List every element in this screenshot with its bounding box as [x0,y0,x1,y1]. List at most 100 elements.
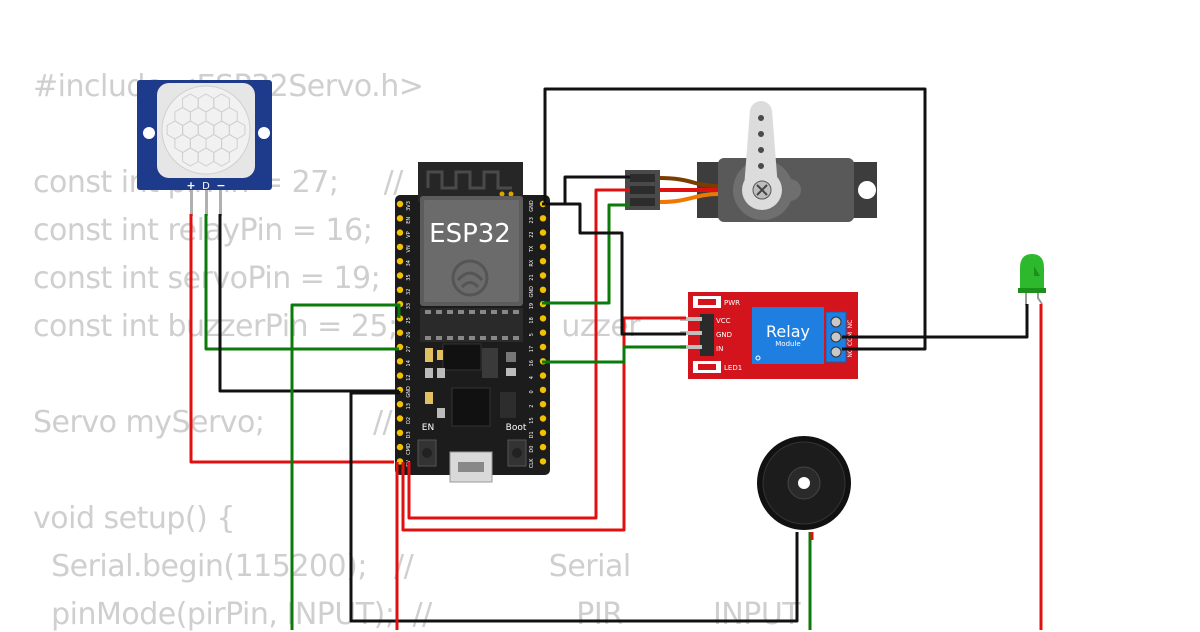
esp32-pin-left-14[interactable] [396,358,404,365]
relay-sublabel: Module [775,340,800,348]
esp32-pin-label: GND [406,386,412,398]
esp32-pin-label: 2 [529,405,535,408]
pir-pin-label-d: D [202,181,210,192]
esp32-pin-right-18[interactable] [539,315,547,322]
esp32-pin-left-cmd[interactable] [396,443,404,451]
wires [189,87,1043,630]
relay-module[interactable]: PWR LED1 VCC GND IN Relay Module NC COM … [680,292,858,379]
esp32-pin-label: 16 [529,360,535,366]
relay-led-label: LED1 [724,364,742,372]
relay-term-nc: NC [847,320,854,329]
esp32-pin-left-13[interactable] [396,401,404,408]
esp32-pin-label: 14 [406,360,412,366]
esp32-pin-right-clk[interactable] [539,458,547,465]
esp32-pin-right-23[interactable] [539,215,547,222]
esp32-pin-label: 5 [529,333,535,336]
esp32-pin-label: 26 [406,332,412,338]
relay-pin-vcc: VCC [716,317,731,325]
esp32-pin-right-17[interactable] [539,343,547,351]
esp32-pin-left-vn[interactable] [396,243,404,251]
esp32-pin-right-5[interactable] [539,329,547,336]
code-line: Servo myServo; // [33,405,393,440]
esp32-pin-right-21[interactable] [539,272,547,279]
relay-term-com: COM [847,332,854,346]
esp32-pin-label: 15 [529,417,535,423]
esp32-pin-label: VP [406,231,412,237]
relay-pin-gnd: GND [716,331,732,339]
wire-pir-gnd[interactable] [218,214,399,393]
esp32-pin-right-d0[interactable] [539,443,547,451]
esp32-pin-label: 23 [529,217,535,223]
esp32-pin-left-d2[interactable] [396,415,404,422]
esp32-pin-label: D0 [529,446,535,453]
code-line: void setup() { [33,501,235,536]
esp32-pin-left-26[interactable] [396,329,404,336]
esp32-pin-label: 19 [529,303,535,309]
relay-label: Relay [766,322,810,341]
pir-sensor[interactable]: + D − [137,80,272,216]
esp32-pin-label: 35 [406,274,412,280]
esp32-pin-label: 12 [406,374,412,380]
code-line: pinMode(pirPin, INPUT); // PIR INPUT [33,597,801,632]
esp32-pin-label: 25 [406,317,412,323]
servo-motor[interactable] [625,101,877,222]
esp32-pin-label: 34 [406,260,412,266]
esp32-pin-label: CMD [406,443,412,455]
esp32-pin-right-2[interactable] [539,401,547,408]
esp32-pin-right-rx[interactable] [539,258,547,265]
buzzer[interactable] [757,436,851,530]
esp32-pin-label: 4 [529,376,535,379]
esp32-pin-left-12[interactable] [396,372,404,379]
wire-servo-signal[interactable] [542,203,630,305]
wire-5v-relay[interactable] [401,316,686,532]
code-line: Serial.begin(115200); // Serial [33,549,631,584]
esp32-pin-left-32[interactable] [396,286,404,293]
esp32-pin-right-d1[interactable] [539,429,547,436]
wire-pir-vcc[interactable] [189,214,394,464]
relay-pwr-label: PWR [724,299,740,307]
esp32-pin-label: 21 [529,274,535,280]
pir-pin-label-gnd: − [216,179,225,192]
esp32-pin-label: 27 [406,346,412,352]
esp32-pin-left-3v3[interactable] [396,200,404,208]
esp32-pin-left-vp[interactable] [396,229,404,236]
led-green[interactable] [1018,254,1046,305]
esp32-pin-label: EN [406,217,412,224]
en-label: EN [422,423,434,433]
wire-pir-signal[interactable] [204,214,399,351]
esp32-pin-left-35[interactable] [396,272,404,279]
esp32-pin-left-34[interactable] [396,258,404,265]
esp32-pin-label: 3V3 [406,201,412,211]
relay-term-no: NO [847,348,854,357]
esp32-pin-label: 0 [529,390,535,393]
wire-relay-signal[interactable] [542,345,686,364]
esp32-pin-label: D3 [406,431,412,438]
esp32-pin-label: CLK [529,458,535,468]
esp32-pin-right-4[interactable] [539,372,547,379]
pir-pin-label-vcc: + [186,179,195,192]
wire-buzzer-gnd[interactable] [349,391,799,623]
code-line: const int buzzerPin = 25; // uzzer [33,309,641,344]
esp32-pin-label: VN [406,245,412,252]
esp32-pin-left-d3[interactable] [396,429,404,436]
esp32-pin-label: 17 [529,346,535,352]
esp32-pin-right-22[interactable] [539,229,547,236]
esp32-pin-label: 32 [406,289,412,295]
esp32-pin-label: D2 [406,417,412,424]
esp32-pin-right-gnd[interactable] [539,286,547,293]
wire-buzzer-signal[interactable] [290,303,401,630]
esp32-pin-left-en[interactable] [396,215,404,222]
esp32-pin-right-15[interactable] [539,415,547,422]
code-line: const int servoPin = 19; // [33,261,427,296]
esp32-pin-right-0[interactable] [539,386,547,394]
esp32-pin-label: 22 [529,231,535,237]
wire-relay-led[interactable] [842,304,1029,339]
esp32-board[interactable]: ESP32 EN Boot 3V3ENVPVN34353233252627141… [395,162,550,483]
esp32-pin-label: 13 [406,403,412,409]
esp32-pin-right-tx[interactable] [539,243,547,251]
esp32-pin-label: GND [529,286,535,298]
esp32-pin-label: 33 [406,303,412,309]
esp32-label: ESP32 [429,219,511,249]
relay-pin-in: IN [716,345,723,353]
